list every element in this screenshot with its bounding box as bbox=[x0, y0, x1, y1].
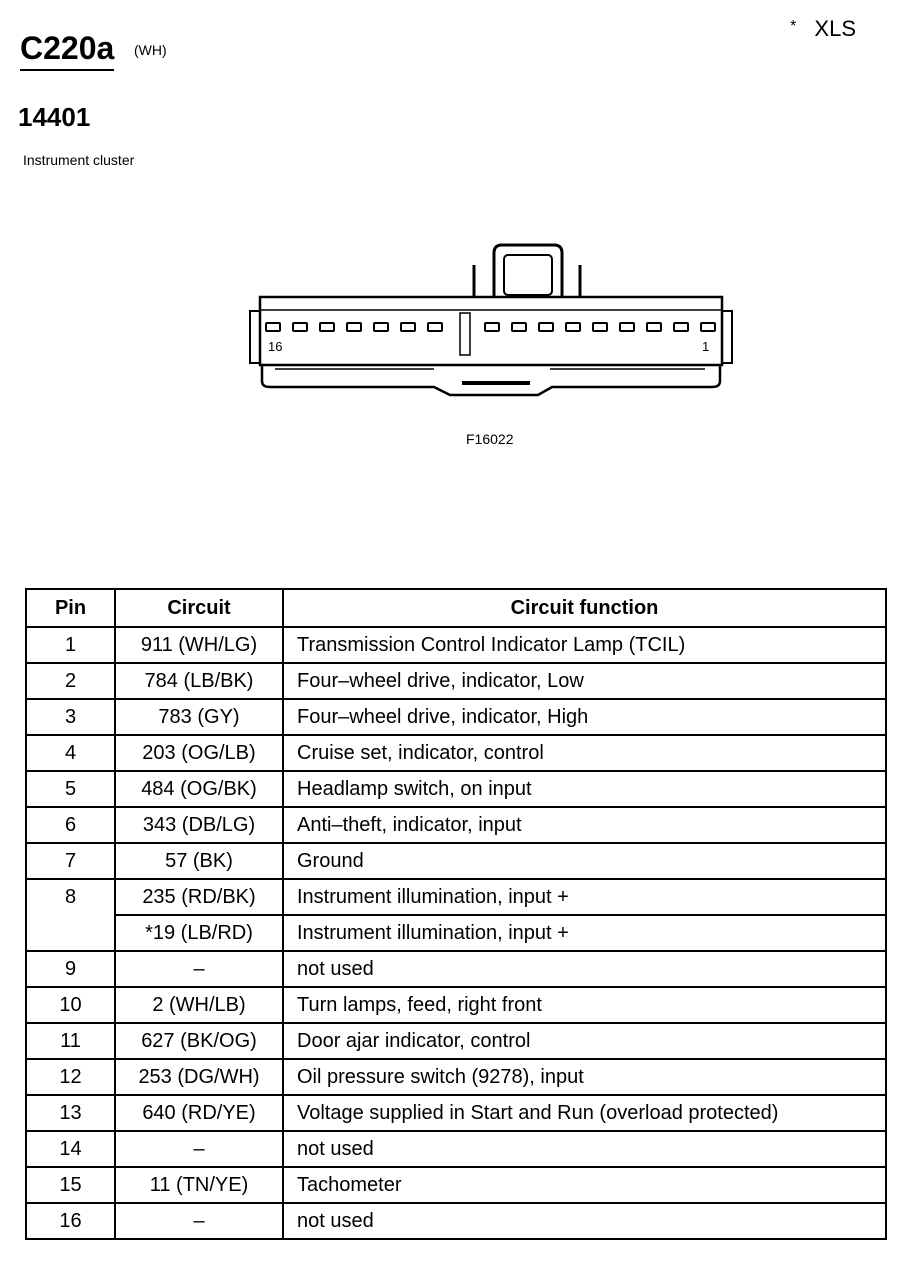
table-row: 10 2 (WH/LB) Turn lamps, feed, right fro… bbox=[25, 986, 887, 1024]
pin-label-16: 16 bbox=[268, 339, 282, 354]
table-row: 13 640 (RD/YE) Voltage supplied in Start… bbox=[25, 1094, 887, 1132]
circuit-cell: – bbox=[114, 1202, 284, 1240]
function-cell: not used bbox=[282, 1202, 887, 1240]
circuit-cell: 627 (BK/OG) bbox=[114, 1022, 284, 1060]
table-row: 6 343 (DB/LG) Anti–theft, indicator, inp… bbox=[25, 806, 887, 844]
circuit-cell: 235 (RD/BK) bbox=[114, 878, 284, 916]
table-row: 4 203 (OG/LB) Cruise set, indicator, con… bbox=[25, 734, 887, 772]
header-circuit: Circuit bbox=[114, 588, 284, 628]
note-text: XLS bbox=[814, 16, 856, 41]
connector-diagram: 16 1 bbox=[249, 243, 733, 397]
circuit-cell: 203 (OG/LB) bbox=[114, 734, 284, 772]
pinout-table: Pin Circuit Circuit function 1 911 (WH/L… bbox=[25, 588, 887, 1240]
function-cell: Ground bbox=[282, 842, 887, 880]
connector-color: (WH) bbox=[134, 42, 167, 58]
table-row: 11 627 (BK/OG) Door ajar indicator, cont… bbox=[25, 1022, 887, 1060]
pin-cell: 6 bbox=[25, 806, 116, 844]
function-cell: Transmission Control Indicator Lamp (TCI… bbox=[282, 626, 887, 664]
table-row: 8 235 (RD/BK) Instrument illumination, i… bbox=[25, 878, 887, 916]
circuit-cell: 484 (OG/BK) bbox=[114, 770, 284, 808]
function-cell: Door ajar indicator, control bbox=[282, 1022, 887, 1060]
pin-cell: 5 bbox=[25, 770, 116, 808]
function-cell: Turn lamps, feed, right front bbox=[282, 986, 887, 1024]
function-cell: Instrument illumination, input + bbox=[282, 878, 887, 916]
pin-cell: 14 bbox=[25, 1130, 116, 1168]
table-row: 2 784 (LB/BK) Four–wheel drive, indicato… bbox=[25, 662, 887, 700]
circuit-cell: 11 (TN/YE) bbox=[114, 1166, 284, 1204]
pin-cell bbox=[25, 915, 116, 952]
circuit-cell: 253 (DG/WH) bbox=[114, 1058, 284, 1096]
circuit-cell: 343 (DB/LG) bbox=[114, 806, 284, 844]
table-row: 3 783 (GY) Four–wheel drive, indicator, … bbox=[25, 698, 887, 736]
circuit-cell: – bbox=[114, 950, 284, 988]
pin-cell: 9 bbox=[25, 950, 116, 988]
table-row: 16 – not used bbox=[25, 1202, 887, 1240]
pin-cell: 4 bbox=[25, 734, 116, 772]
table-row: 5 484 (OG/BK) Headlamp switch, on input bbox=[25, 770, 887, 808]
circuit-cell: 911 (WH/LG) bbox=[114, 626, 284, 664]
function-cell: Four–wheel drive, indicator, High bbox=[282, 698, 887, 736]
circuit-cell: *19 (LB/RD) bbox=[114, 914, 284, 952]
function-cell: Oil pressure switch (9278), input bbox=[282, 1058, 887, 1096]
function-cell: Headlamp switch, on input bbox=[282, 770, 887, 808]
table-row: 7 57 (BK) Ground bbox=[25, 842, 887, 880]
table-row: 9 – not used bbox=[25, 950, 887, 988]
circuit-cell: 57 (BK) bbox=[114, 842, 284, 880]
pin-cell: 16 bbox=[25, 1202, 116, 1240]
part-description: Instrument cluster bbox=[23, 152, 135, 168]
function-cell: Anti–theft, indicator, input bbox=[282, 806, 887, 844]
circuit-cell: 640 (RD/YE) bbox=[114, 1094, 284, 1132]
pin-cell: 8 bbox=[25, 878, 116, 915]
pin-cell: 2 bbox=[25, 662, 116, 700]
part-number: 14401 bbox=[18, 102, 91, 132]
figure-code: F16022 bbox=[466, 431, 514, 447]
pin-cell: 11 bbox=[25, 1022, 116, 1060]
pin-label-1: 1 bbox=[702, 339, 709, 354]
table-row: 1 911 (WH/LG) Transmission Control Indic… bbox=[25, 626, 887, 664]
header-circuit-function: Circuit function bbox=[282, 588, 887, 628]
circuit-cell: 783 (GY) bbox=[114, 698, 284, 736]
header-pin: Pin bbox=[25, 588, 116, 628]
table-row: 12 253 (DG/WH) Oil pressure switch (9278… bbox=[25, 1058, 887, 1096]
variant-note: * XLS bbox=[790, 16, 856, 42]
function-cell: Four–wheel drive, indicator, Low bbox=[282, 662, 887, 700]
circuit-cell: 784 (LB/BK) bbox=[114, 662, 284, 700]
note-marker: * bbox=[790, 18, 797, 35]
function-cell: Tachometer bbox=[282, 1166, 887, 1204]
function-cell: Voltage supplied in Start and Run (overl… bbox=[282, 1094, 887, 1132]
function-cell: not used bbox=[282, 1130, 887, 1168]
circuit-cell: – bbox=[114, 1130, 284, 1168]
pin-cell: 12 bbox=[25, 1058, 116, 1096]
pin-cell: 7 bbox=[25, 842, 116, 880]
connector-id: C220a bbox=[20, 30, 115, 71]
circuit-cell: 2 (WH/LB) bbox=[114, 986, 284, 1024]
pin-cell: 13 bbox=[25, 1094, 116, 1132]
pin-cell: 10 bbox=[25, 986, 116, 1024]
function-cell: not used bbox=[282, 950, 887, 988]
pin-cell: 3 bbox=[25, 698, 116, 736]
pin-cell: 15 bbox=[25, 1166, 116, 1204]
function-cell: Instrument illumination, input + bbox=[282, 914, 887, 952]
table-row: 15 11 (TN/YE) Tachometer bbox=[25, 1166, 887, 1204]
pin-cell: 1 bbox=[25, 626, 116, 664]
function-cell: Cruise set, indicator, control bbox=[282, 734, 887, 772]
table-header-row: Pin Circuit Circuit function bbox=[25, 588, 887, 628]
table-row: *19 (LB/RD) Instrument illumination, inp… bbox=[25, 914, 887, 952]
table-row: 14 – not used bbox=[25, 1130, 887, 1168]
